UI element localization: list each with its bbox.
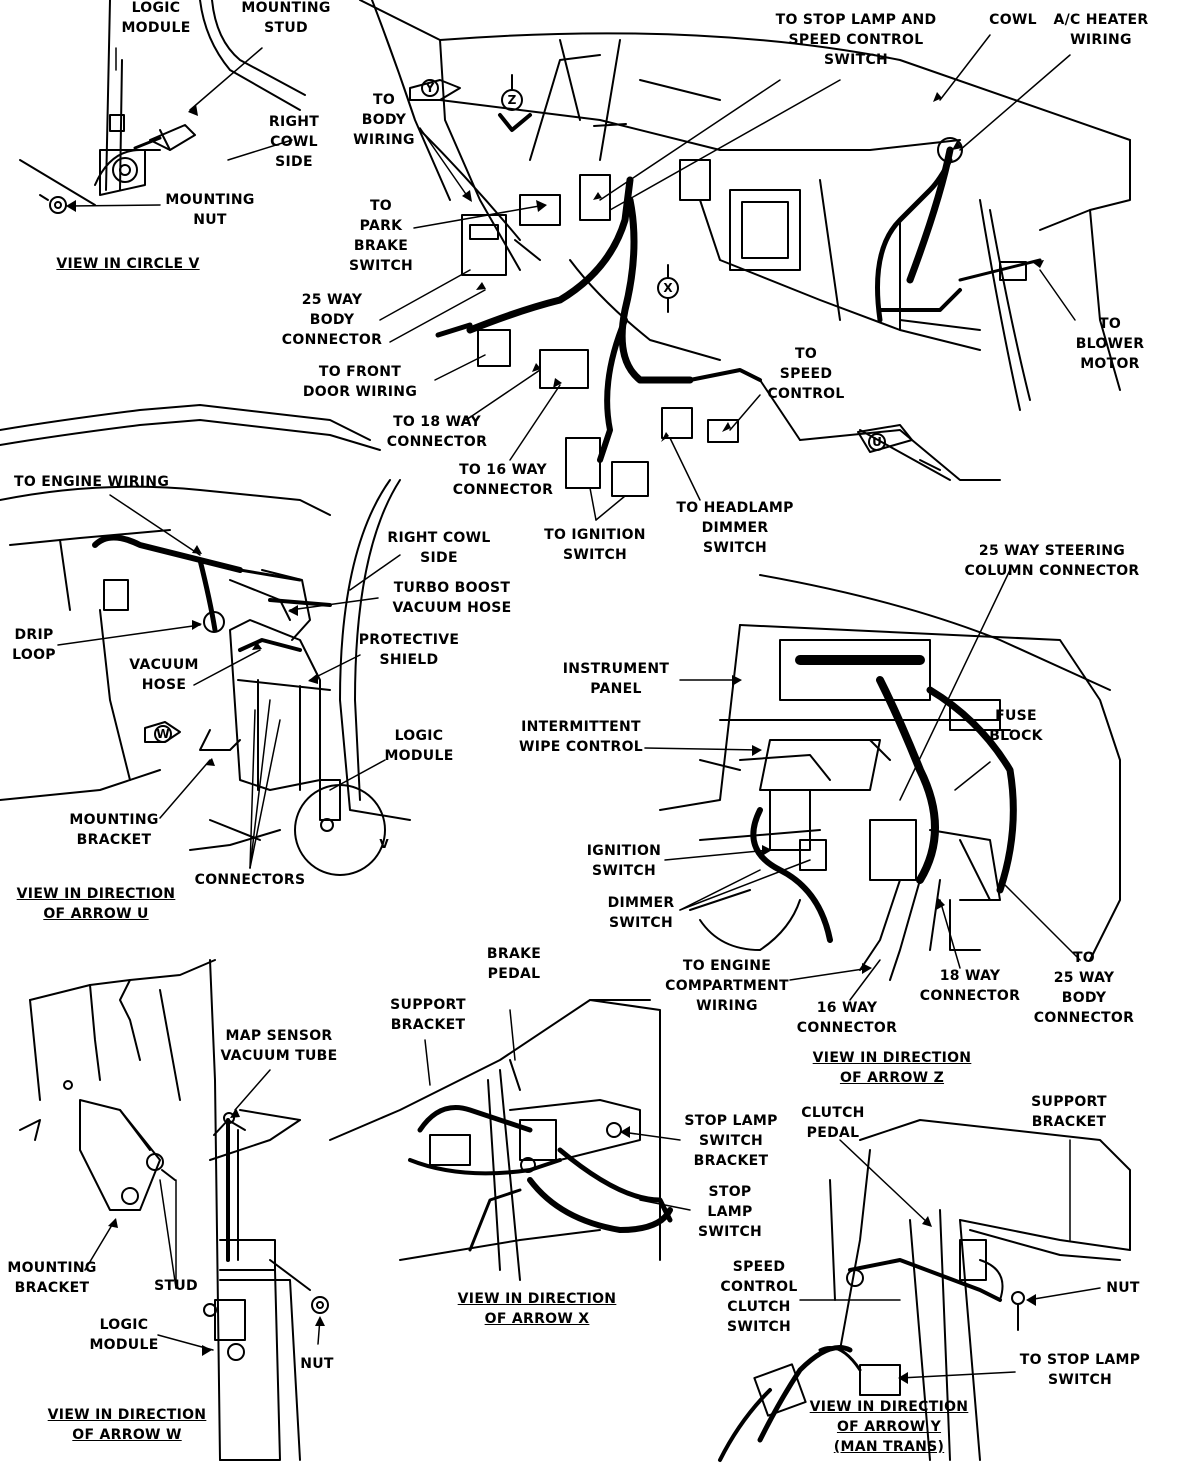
arrow-badge-w: W xyxy=(156,727,170,741)
label-turbo-boost: TURBO BOOST VACUUM HOSE xyxy=(392,580,512,616)
caption-circle-v: VIEW IN CIRCLE V xyxy=(56,256,200,272)
caption-arrow-x: VIEW IN DIRECTION OF ARROW X xyxy=(457,1291,617,1327)
label-to-park-brake: TO PARK BRAKE SWITCH xyxy=(348,198,414,274)
label-stop-lamp-switch-bracket: STOP LAMP SWITCH BRACKET xyxy=(684,1113,778,1169)
label-to-stop-lamp-speed: TO STOP LAMP AND SPEED CONTROL SWITCH xyxy=(775,12,937,68)
label-vacuum-hose: VACUUM HOSE xyxy=(129,657,199,693)
arrow-u-view xyxy=(0,404,411,876)
label-to-16way: TO 16 WAY CONNECTOR xyxy=(452,462,554,498)
label-to-18way: TO 18 WAY CONNECTOR xyxy=(386,414,488,450)
circle-v-view xyxy=(19,0,306,214)
caption-arrow-z: VIEW IN DIRECTION OF ARROW Z xyxy=(812,1050,972,1086)
label-stop-lamp-switch: STOP LAMP SWITCH xyxy=(697,1184,763,1240)
label-16way-connector: 16 WAY CONNECTOR xyxy=(796,1000,898,1036)
label-ignition-switch: IGNITION SWITCH xyxy=(586,843,662,879)
label-support-bracket-x: SUPPORT BRACKET xyxy=(390,997,466,1033)
label-support-bracket-y: SUPPORT BRACKET xyxy=(1031,1094,1107,1130)
label-25way-body: 25 WAY BODY CONNECTOR xyxy=(281,292,383,348)
label-clutch-pedal: CLUTCH PEDAL xyxy=(801,1105,865,1141)
label-18way-connector: 18 WAY CONNECTOR xyxy=(919,968,1021,1004)
label-to-blower: TO BLOWER MOTOR xyxy=(1075,316,1145,372)
label-drip-loop: DRIP LOOP xyxy=(12,627,56,663)
label-nut-y: NUT xyxy=(1106,1280,1140,1296)
label-to-engine-compartment: TO ENGINE COMPARTMENT WIRING xyxy=(665,958,789,1014)
arrowheads xyxy=(66,92,1044,1384)
label-stud: STUD xyxy=(154,1278,198,1294)
label-map-sensor: MAP SENSOR VACUUM TUBE xyxy=(220,1028,338,1064)
arrow-badge-u: U xyxy=(872,435,882,449)
label-to-headlamp: TO HEADLAMP DIMMER SWITCH xyxy=(676,500,794,556)
arrow-badge-z: Z xyxy=(507,93,517,107)
arrow-w-view xyxy=(19,959,329,1461)
label-fuse-block: FUSE BLOCK xyxy=(989,708,1043,744)
caption-arrow-y: VIEW IN DIRECTION OF ARROW Y (MAN TRANS) xyxy=(809,1399,969,1455)
label-right-cowl-side-mid: RIGHT COWL SIDE xyxy=(387,530,491,566)
label-mounting-bracket-mid: MOUNTING BRACKET xyxy=(69,812,159,848)
leader-lines xyxy=(57,34,1101,1379)
label-connectors: CONNECTORS xyxy=(194,872,306,888)
label-right-cowl-side-top: RIGHT COWL SIDE xyxy=(268,114,320,170)
label-to-front-door: TO FRONT DOOR WIRING xyxy=(302,364,418,400)
label-to-stop-lamp-switch: TO STOP LAMP SWITCH xyxy=(1019,1352,1141,1388)
caption-arrow-w: VIEW IN DIRECTION OF ARROW W xyxy=(47,1407,207,1443)
label-intermittent-wipe: INTERMITTENT WIPE CONTROL xyxy=(519,719,643,755)
label-mounting-stud-top: MOUNTING STUD xyxy=(241,0,331,36)
main-dash-view xyxy=(359,0,1131,497)
label-dimmer-switch: DIMMER SWITCH xyxy=(607,895,675,931)
label-logic-module-w: LOGIC MODULE xyxy=(89,1317,159,1353)
label-logic-module-mid: LOGIC MODULE xyxy=(384,728,454,764)
label-speed-control-clutch: SPEED CONTROL CLUTCH SWITCH xyxy=(720,1259,798,1335)
label-to-25way-body: TO 25 WAY BODY CONNECTOR xyxy=(1033,950,1135,1026)
label-logic-module-top: LOGIC MODULE xyxy=(121,0,191,36)
label-brake-pedal: BRAKE PEDAL xyxy=(486,946,542,982)
label-cowl: COWL xyxy=(989,12,1037,28)
arrow-z-view xyxy=(659,574,1121,981)
arrow-x-view xyxy=(329,999,673,1281)
circle-badge-v: V xyxy=(379,837,389,851)
label-to-engine-wiring: TO ENGINE WIRING xyxy=(14,474,170,490)
caption-arrow-u: VIEW IN DIRECTION OF ARROW U xyxy=(16,886,176,922)
arrow-y-view xyxy=(718,1119,1131,1462)
label-ac-heater: A/C HEATER WIRING xyxy=(1053,12,1149,48)
label-nut-w: NUT xyxy=(300,1356,334,1372)
label-protective-shield: PROTECTIVE SHIELD xyxy=(358,632,460,668)
arrow-badge-x: X xyxy=(663,281,673,295)
label-to-speed-control: TO SPEED CONTROL xyxy=(767,346,845,402)
label-instrument-panel: INSTRUMENT PANEL xyxy=(562,661,670,697)
label-to-ignition: TO IGNITION SWITCH xyxy=(544,527,646,563)
arrow-badge-y: Y xyxy=(425,81,435,95)
label-steering-25way: 25 WAY STEERING COLUMN CONNECTOR xyxy=(964,543,1140,579)
label-to-body-wiring: TO BODY WIRING xyxy=(353,92,415,148)
label-mounting-nut: MOUNTING NUT xyxy=(165,192,255,228)
label-mounting-bracket-w: MOUNTING BRACKET xyxy=(7,1260,97,1296)
